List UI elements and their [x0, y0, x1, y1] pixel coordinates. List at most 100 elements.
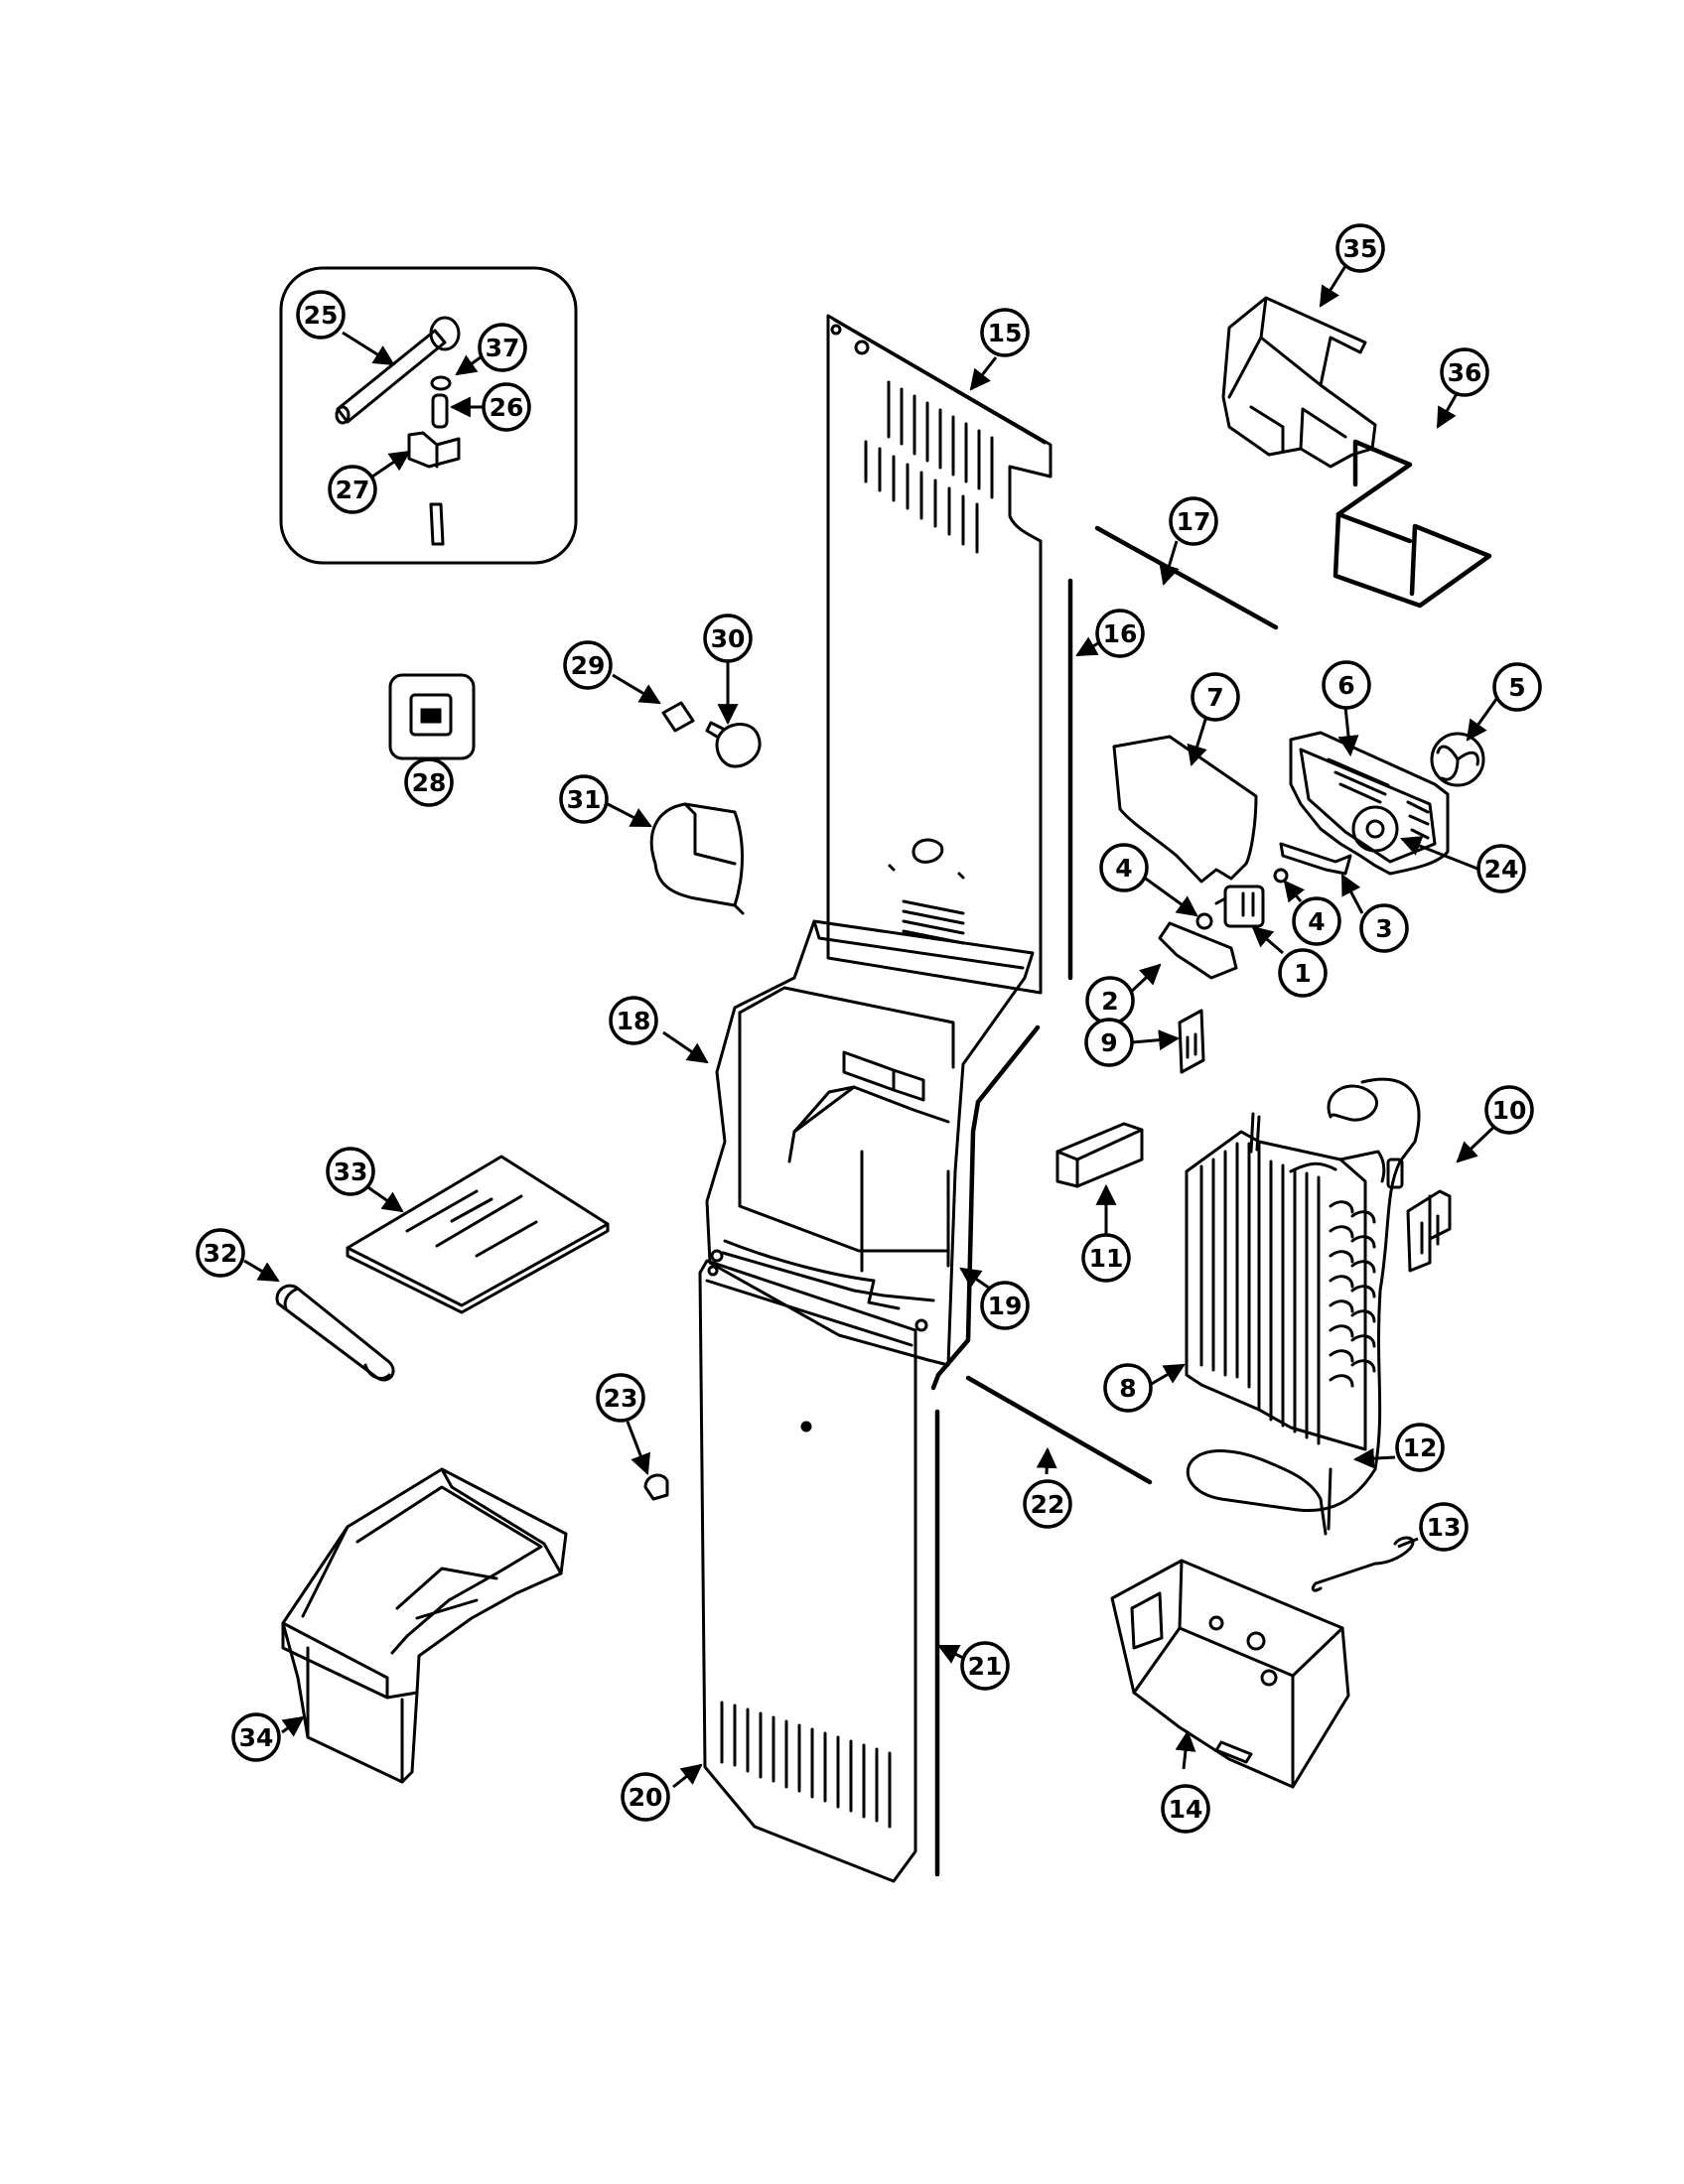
svg-text:26: 26 [490, 393, 524, 422]
callout-14: 14 [1161, 1784, 1210, 1834]
svg-text:11: 11 [1089, 1244, 1124, 1273]
callout-32: 32 [196, 1228, 245, 1278]
svg-text:4: 4 [1115, 854, 1132, 883]
callout-28: 28 [404, 757, 454, 807]
part-27-clip [407, 431, 461, 546]
svg-text:9: 9 [1100, 1028, 1117, 1057]
svg-text:8: 8 [1119, 1374, 1136, 1403]
svg-text:32: 32 [204, 1239, 238, 1268]
callout-35: 35 [1335, 223, 1385, 273]
callout-2: 2 [1085, 976, 1135, 1025]
callout-22: 22 [1023, 1479, 1072, 1529]
callout-15: 15 [980, 308, 1030, 357]
svg-text:16: 16 [1103, 619, 1138, 648]
svg-text:18: 18 [617, 1007, 651, 1035]
svg-text:17: 17 [1177, 507, 1211, 536]
svg-text:7: 7 [1206, 683, 1223, 712]
part-34-bin [281, 1467, 568, 1784]
callout-19: 19 [980, 1281, 1030, 1330]
inset-detail-box [279, 266, 578, 565]
upper-panel-vents [864, 380, 994, 945]
svg-text:21: 21 [968, 1652, 1003, 1681]
part-10-bracket [1406, 1189, 1452, 1273]
callout-34: 34 [231, 1712, 281, 1762]
svg-text:28: 28 [412, 768, 447, 797]
part-4-grommet-right [1273, 868, 1289, 884]
part-25-tube [335, 316, 461, 425]
svg-text:12: 12 [1403, 1433, 1438, 1462]
callout-33: 33 [326, 1147, 375, 1196]
part-9-bracket [1178, 1009, 1205, 1074]
callout-17: 17 [1169, 496, 1218, 546]
callout-20: 20 [621, 1772, 670, 1822]
part-19-strip [930, 1024, 1041, 1391]
part-26-cylinder [431, 393, 449, 429]
part-36-gasket [1333, 439, 1492, 609]
svg-text:35: 35 [1343, 234, 1378, 263]
callout-4-right: 4 [1292, 896, 1341, 946]
part-13-wire [1311, 1536, 1415, 1592]
part-1-fan-motor [1214, 885, 1265, 928]
svg-text:4: 4 [1308, 907, 1325, 936]
callouts: 1 2 3 4 4 5 6 7 8 9 10 11 12 13 14 15 16… [196, 223, 1542, 1834]
part-20-lower-panel [698, 1259, 917, 1883]
svg-text:29: 29 [571, 651, 606, 680]
part-18-air-duct [705, 919, 1035, 1367]
callout-10: 10 [1484, 1085, 1534, 1135]
svg-text:3: 3 [1375, 914, 1392, 943]
part-14-drain-pan [1110, 1559, 1350, 1789]
part-17-strip [1094, 525, 1279, 630]
part-33-shelf [346, 1155, 610, 1314]
callout-13: 13 [1419, 1502, 1469, 1552]
callout-3: 3 [1359, 903, 1409, 953]
part-12-heater [1186, 1077, 1421, 1536]
part-8-evaporator [1185, 1112, 1386, 1451]
callout-12: 12 [1395, 1423, 1445, 1472]
svg-text:10: 10 [1492, 1096, 1527, 1125]
callout-29: 29 [563, 640, 613, 690]
part-7-insulation [1112, 735, 1258, 884]
callout-6: 6 [1322, 660, 1371, 710]
svg-text:33: 33 [334, 1158, 368, 1186]
callout-16: 16 [1095, 609, 1145, 658]
callout-26: 26 [482, 382, 531, 432]
svg-text:13: 13 [1427, 1513, 1462, 1542]
leader-lines [243, 265, 1501, 1789]
callout-7: 7 [1191, 672, 1240, 722]
callout-30: 30 [703, 614, 753, 663]
part-5-fan-blade [1430, 732, 1485, 787]
svg-text:5: 5 [1508, 673, 1525, 702]
svg-text:23: 23 [604, 1384, 638, 1413]
svg-text:15: 15 [988, 319, 1023, 347]
callout-25: 25 [296, 290, 346, 340]
callout-27: 27 [328, 465, 377, 514]
svg-text:14: 14 [1169, 1795, 1203, 1824]
part-31-light-cover [649, 802, 745, 915]
part-29-socket [661, 701, 695, 733]
callout-8: 8 [1103, 1363, 1153, 1413]
callout-36: 36 [1440, 347, 1489, 397]
svg-text:20: 20 [629, 1783, 663, 1812]
part-22-strip [965, 1375, 1153, 1485]
svg-text:2: 2 [1101, 987, 1118, 1016]
callout-1: 1 [1278, 948, 1328, 998]
svg-text:6: 6 [1337, 671, 1354, 700]
svg-text:31: 31 [567, 785, 602, 814]
svg-text:25: 25 [304, 301, 339, 330]
part-2-motor-bracket [1158, 921, 1238, 980]
callout-18: 18 [609, 996, 658, 1045]
svg-text:19: 19 [988, 1292, 1023, 1320]
svg-text:34: 34 [239, 1723, 274, 1752]
part-4-grommet-left [1195, 912, 1213, 930]
part-37-ring [430, 375, 452, 391]
part-35-bracket [1221, 296, 1377, 469]
svg-text:30: 30 [711, 624, 746, 653]
callout-37: 37 [478, 323, 527, 372]
callout-21: 21 [960, 1641, 1010, 1691]
callout-11: 11 [1081, 1233, 1131, 1283]
svg-text:24: 24 [1484, 855, 1519, 884]
callout-5: 5 [1492, 662, 1542, 712]
svg-text:22: 22 [1031, 1490, 1065, 1519]
callout-23: 23 [596, 1373, 645, 1423]
